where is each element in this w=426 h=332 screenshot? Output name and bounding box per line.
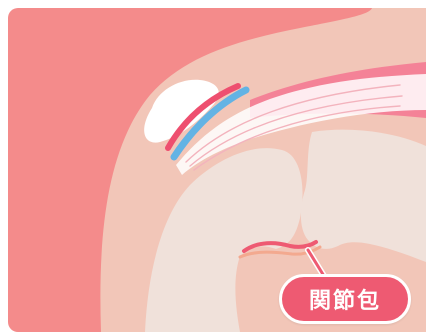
joint-capsule-label: 関節包 — [279, 274, 411, 324]
scapula-bone — [301, 130, 426, 262]
